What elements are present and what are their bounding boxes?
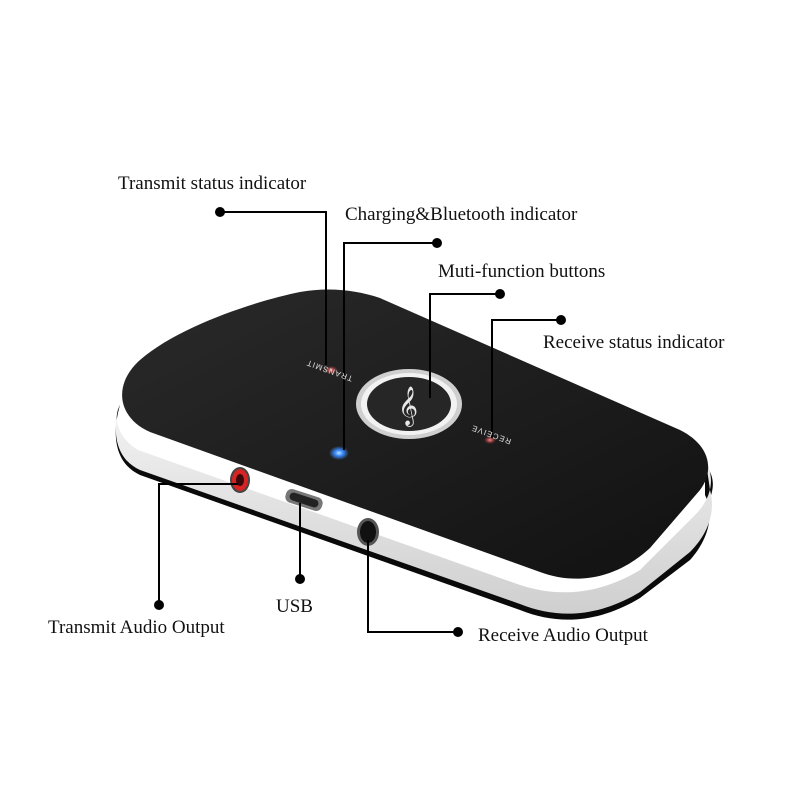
charging-bluetooth-led (329, 446, 349, 460)
label-transmit-audio-output: Transmit Audio Output (48, 617, 225, 638)
leader-lines (158, 211, 561, 633)
label-usb: USB (276, 596, 313, 617)
transmit-audio-jack (230, 467, 250, 493)
transmit-led (324, 366, 338, 374)
label-receive-audio-output: Receive Audio Output (478, 625, 648, 646)
label-charging-bluetooth-indicator: Charging&Bluetooth indicator (345, 204, 578, 225)
label-transmit-status-indicator: Transmit status indicator (118, 173, 307, 194)
usb-port (285, 489, 323, 511)
multi-function-button[interactable]: 𝄞 (356, 369, 462, 439)
treble-clef-icon: 𝄞 (398, 386, 418, 427)
leader-dots (154, 207, 566, 637)
label-receive-status-indicator: Receive status indicator (543, 332, 725, 353)
receive-audio-jack (357, 518, 379, 546)
label-multi-function-buttons: Muti-function buttons (438, 261, 606, 282)
